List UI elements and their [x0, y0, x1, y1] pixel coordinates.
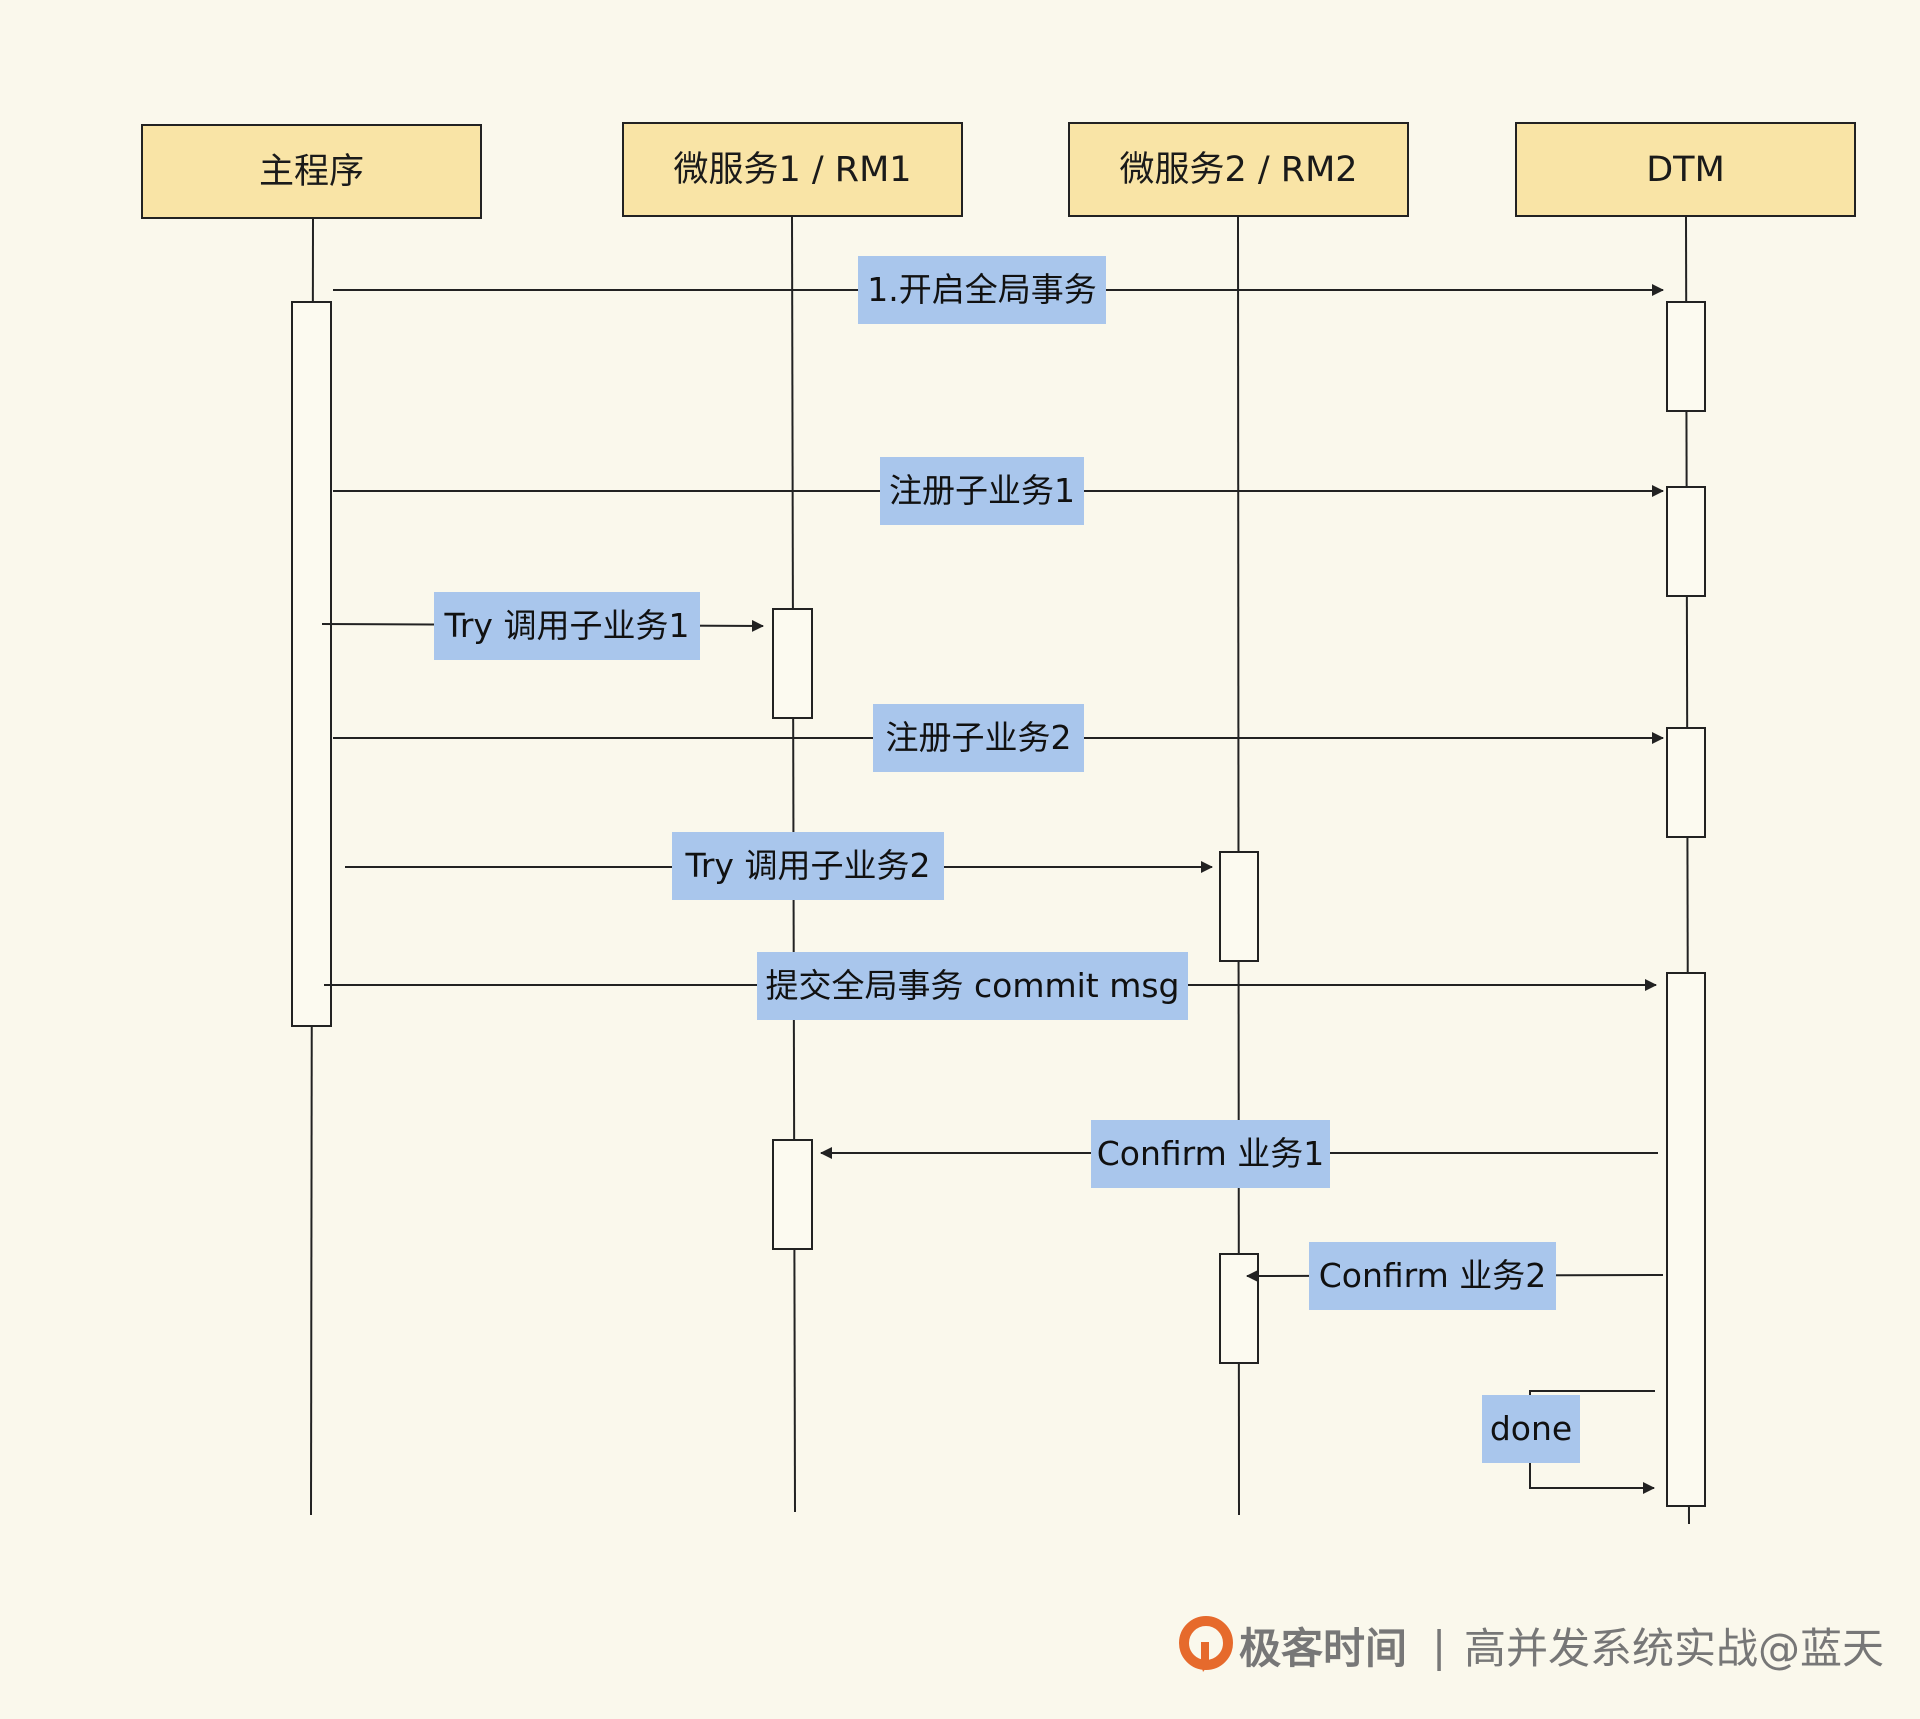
participant-rm1: 微服务1 / RM1	[622, 122, 963, 217]
participant-label: 主程序	[259, 152, 364, 192]
participant-main: 主程序	[141, 124, 482, 219]
participant-label: 微服务2 / RM2	[1119, 150, 1357, 190]
activation-main	[291, 301, 332, 1027]
participant-dtm: DTM	[1515, 122, 1856, 217]
activation-rm1-1	[772, 608, 813, 719]
message-label: Confirm 业务2	[1319, 1256, 1547, 1295]
message-label-box	[858, 256, 1106, 324]
message-label: 注册子业务2	[886, 718, 1072, 757]
message-try-subtask-2: Try 调用子业务2	[345, 832, 1213, 900]
message-label-box	[1309, 1242, 1556, 1310]
message-register-subtask-2: 注册子业务2	[333, 704, 1664, 772]
lifelines	[310, 215, 1690, 1525]
participant-label: 微服务1 / RM1	[673, 150, 911, 190]
activation-dtm-1	[1666, 301, 1706, 412]
message-label-box	[1091, 1120, 1330, 1188]
activation-rm2-1	[1219, 851, 1259, 962]
activation-dtm-4	[1666, 972, 1706, 1507]
participant-box	[1068, 122, 1409, 217]
participant-box	[622, 122, 963, 217]
footer-course: 高并发系统实战@蓝天	[1464, 1624, 1884, 1673]
message-label: Try 调用子业务1	[444, 606, 690, 645]
message-label-box	[880, 457, 1084, 525]
message-label: Try 调用子业务2	[685, 846, 931, 885]
activation-dtm-3	[1666, 727, 1706, 838]
message-confirm-business-1: Confirm 业务1	[820, 1120, 1658, 1188]
message-label-box	[434, 592, 700, 660]
activation-dtm-2	[1666, 486, 1706, 597]
participant-rm2: 微服务2 / RM2	[1068, 122, 1409, 217]
message-label: 注册子业务1	[889, 471, 1075, 510]
message-label: 1.开启全局事务	[867, 270, 1097, 309]
participant-label: DTM	[1646, 150, 1725, 190]
message-register-subtask-1: 注册子业务1	[333, 457, 1664, 525]
participant-box	[141, 124, 482, 219]
message-commit-global-transaction: 提交全局事务 commit msg	[324, 952, 1657, 1020]
message-try-subtask-1: Try 调用子业务1	[321, 592, 764, 660]
activations	[291, 301, 1706, 1507]
message-label-box	[873, 704, 1084, 772]
footer-watermark: 极客时间 | 高并发系统实战@蓝天	[1179, 1616, 1884, 1673]
message-open-global-transaction: 1.开启全局事务	[333, 256, 1664, 324]
message-label: done	[1490, 1409, 1572, 1448]
geektime-logo-icon	[1179, 1616, 1233, 1672]
message-label-box	[757, 952, 1188, 1020]
footer-brand: 极客时间	[1239, 1624, 1407, 1673]
message-label: 提交全局事务 commit msg	[766, 966, 1180, 1005]
participant-box	[1515, 122, 1856, 217]
message-label-box	[1482, 1395, 1580, 1463]
activation-rm2-2	[1219, 1253, 1259, 1364]
activation-rm1-2	[772, 1139, 813, 1250]
message-label-box	[672, 832, 944, 900]
footer-separator: |	[1432, 1622, 1446, 1671]
message-done-self: done	[1482, 1390, 1655, 1494]
message-confirm-business-2: Confirm 业务2	[1246, 1242, 1664, 1310]
message-label: Confirm 业务1	[1097, 1134, 1325, 1173]
